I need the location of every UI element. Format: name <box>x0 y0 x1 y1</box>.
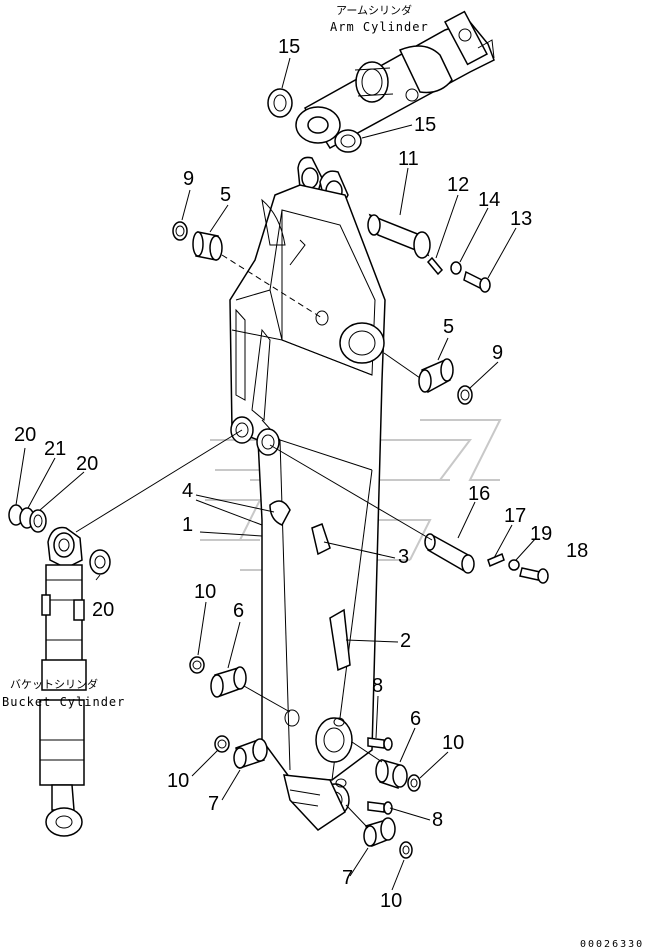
bushing-5-right <box>418 358 454 394</box>
grease-fitting-8-top <box>367 737 393 751</box>
bucket-cylinder-caption-jp: バケットシリンダ <box>10 677 98 691</box>
bushing-6-left <box>210 666 247 698</box>
plate-4 <box>269 500 291 526</box>
shim-9-top <box>172 221 188 241</box>
bushing-7-right <box>363 817 396 848</box>
label-19: 19 <box>530 523 552 545</box>
grease-fitting-8-bottom <box>367 801 393 815</box>
label-9-top: 9 <box>183 168 194 190</box>
plate-3 <box>311 523 331 556</box>
washer-20-mid <box>29 509 47 533</box>
label-6-left: 6 <box>233 600 244 622</box>
washer-14 <box>450 261 462 275</box>
label-15-top: 15 <box>278 36 300 58</box>
arm-cylinder <box>295 10 495 149</box>
bucket-cylinder <box>39 526 87 837</box>
ring-12 <box>426 256 444 276</box>
label-18: 18 <box>566 540 588 562</box>
callout-leaders <box>15 57 537 891</box>
ring-17 <box>487 552 505 568</box>
label-1: 1 <box>182 514 193 536</box>
label-5-right: 5 <box>443 316 454 338</box>
label-12: 12 <box>447 174 469 196</box>
label-14: 14 <box>478 189 500 211</box>
label-16: 16 <box>468 483 490 505</box>
label-4: 4 <box>182 480 193 502</box>
label-13: 13 <box>510 208 532 230</box>
shim-9-right <box>457 385 473 405</box>
label-15-right: 15 <box>414 114 436 136</box>
bushing-7-left <box>233 738 268 769</box>
label-10-a: 10 <box>194 581 216 603</box>
label-21: 21 <box>44 438 66 460</box>
arm-cylinder-caption-en: Arm Cylinder <box>330 20 429 34</box>
bushing-5-top <box>192 231 223 261</box>
arm-cylinder-caption-jp: アームシリンダ <box>336 3 412 17</box>
label-10-d: 10 <box>380 890 402 912</box>
washer-15-right <box>334 129 362 153</box>
arm-body <box>229 156 386 831</box>
washer-20-right <box>89 549 111 575</box>
label-11: 11 <box>398 148 419 170</box>
label-7-left: 7 <box>208 793 219 815</box>
label-8-top: 8 <box>372 675 383 697</box>
label-20-right: 20 <box>92 599 114 621</box>
washer-19 <box>508 559 520 571</box>
label-7-right: 7 <box>342 867 353 889</box>
drawing-code: 00026330 <box>580 939 644 950</box>
label-9-right: 9 <box>492 342 503 364</box>
label-2: 2 <box>400 630 411 652</box>
part-number-labels: 15 15 11 9 5 12 14 13 5 9 20 21 20 4 1 1… <box>14 36 588 912</box>
label-3: 3 <box>398 546 409 568</box>
label-17: 17 <box>504 505 526 527</box>
label-8-bottom: 8 <box>432 809 443 831</box>
plate-2 <box>329 608 351 672</box>
shim-10-b <box>214 735 230 753</box>
label-10-c: 10 <box>442 732 464 754</box>
shim-10-a <box>189 656 205 674</box>
label-5-top: 5 <box>220 184 231 206</box>
label-10-b: 10 <box>167 770 189 792</box>
pin-16 <box>424 533 475 574</box>
pin-11 <box>367 213 431 259</box>
bucket-cylinder-caption-en: Bucket Cylinder <box>2 695 125 709</box>
bolt-13 <box>463 270 491 293</box>
washer-15-top <box>267 88 293 118</box>
label-20-mid: 20 <box>76 453 98 475</box>
label-6-right: 6 <box>410 708 421 730</box>
bolt-18 <box>519 567 549 584</box>
bushing-6-right <box>375 759 408 790</box>
shim-10-d <box>399 841 413 859</box>
label-20-left: 20 <box>14 424 36 446</box>
shim-10-c <box>407 774 421 792</box>
